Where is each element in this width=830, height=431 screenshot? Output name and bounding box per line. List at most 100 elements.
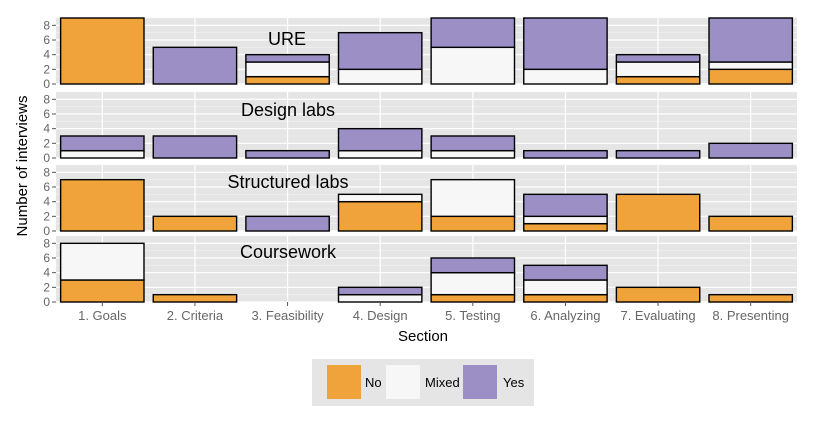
x-tick-label: 7. Evaluating <box>620 308 695 323</box>
y-tick-label: 0 <box>43 151 50 165</box>
bar-segment-no <box>59 279 145 303</box>
bar-segment-mixed <box>59 149 145 159</box>
bar-segment-yes <box>523 193 608 218</box>
x-tick-label: 6. Analyzing <box>530 308 600 323</box>
bar-segment-no <box>708 68 794 85</box>
x-tick-label: 1. Goals <box>78 308 127 323</box>
bar-segment-mixed <box>337 68 423 85</box>
bar-segment-mixed <box>523 68 608 85</box>
facet-title: URE <box>268 29 306 49</box>
facet-title: Coursework <box>240 242 337 262</box>
y-tick-label: 4 <box>43 195 50 209</box>
bar-segment-no <box>59 178 145 232</box>
y-tick-label: 4 <box>43 266 50 280</box>
bar-segment-no <box>615 75 701 85</box>
bar-segment-yes <box>523 149 608 159</box>
bar-segment-yes <box>430 257 516 274</box>
bar-segment-no <box>59 17 145 85</box>
bar-segment-yes <box>59 135 145 152</box>
bar-segment-no <box>523 293 608 303</box>
bar-segment-yes <box>337 286 423 296</box>
facet-title: Design labs <box>241 100 335 120</box>
y-axis-title: Number of interviews <box>14 96 31 237</box>
bar-segment-yes <box>337 127 423 152</box>
y-tick-label: 2 <box>43 280 50 294</box>
x-tick-label: 2. Criteria <box>167 308 224 323</box>
y-tick-label: 8 <box>43 236 50 250</box>
bar-segment-yes <box>523 17 608 71</box>
bar-segment-mixed <box>430 46 516 85</box>
x-tick-label: 8. Presenting <box>712 308 789 323</box>
y-tick-label: 4 <box>43 48 50 62</box>
bar-segment-yes <box>708 142 794 159</box>
bar-segment-no <box>152 293 238 303</box>
bar-segment-mixed <box>245 61 330 78</box>
bar-segment-yes <box>337 31 423 71</box>
bar-segment-yes <box>245 53 330 63</box>
y-tick-label: 0 <box>43 77 50 91</box>
bar-segment-no <box>430 293 516 303</box>
facet-title: Structured labs <box>227 172 348 192</box>
bar-segment-no <box>615 286 701 303</box>
legend-key-no <box>327 365 361 399</box>
bar-segment-yes <box>430 135 516 152</box>
bar-segment-mixed <box>615 61 701 78</box>
bar-segment-no <box>337 200 423 232</box>
x-tick-label: 4. Design <box>353 308 408 323</box>
y-tick-label: 2 <box>43 62 50 76</box>
bar-segment-mixed <box>708 61 794 71</box>
bar-segment-yes <box>615 149 701 159</box>
y-tick-label: 6 <box>43 251 50 265</box>
bar-segment-mixed <box>337 193 423 203</box>
bar-segment-yes <box>245 149 330 159</box>
bar-segment-yes <box>152 46 238 85</box>
y-tick-label: 8 <box>43 165 50 179</box>
y-tick-label: 2 <box>43 209 50 223</box>
x-axis-title: Section <box>398 328 448 345</box>
bar-segment-mixed <box>337 149 423 159</box>
y-tick-label: 6 <box>43 107 50 121</box>
y-tick-label: 6 <box>43 33 50 47</box>
bar-segment-no <box>708 215 794 232</box>
y-tick-label: 8 <box>43 18 50 32</box>
y-tick-label: 8 <box>43 92 50 106</box>
bar-segment-mixed <box>59 242 145 281</box>
bar-segment-no <box>152 215 238 232</box>
bar-segment-no <box>430 215 516 232</box>
y-tick-label: 2 <box>43 136 50 150</box>
y-tick-label: 0 <box>43 224 50 238</box>
y-tick-label: 4 <box>43 122 50 136</box>
bar-segment-mixed <box>430 271 516 296</box>
bar-segment-no <box>523 222 608 232</box>
x-axis: 1. Goals 2. Criteria 3. Feasibility 4. Desi… <box>78 302 789 323</box>
legend-label: Yes <box>503 375 525 390</box>
y-tick-label: 0 <box>43 295 50 309</box>
bar-segment-no <box>615 193 701 232</box>
legend-label: Mixed <box>425 375 460 390</box>
bar-segment-mixed <box>523 279 608 296</box>
bar-segment-yes <box>615 53 701 63</box>
bar-segment-yes <box>708 17 794 63</box>
bar-segment-yes <box>245 215 330 232</box>
bar-segment-yes <box>152 135 238 159</box>
x-tick-label: 3. Feasibility <box>251 308 324 323</box>
bar-segment-yes <box>523 264 608 281</box>
bar-segment-mixed <box>337 293 423 303</box>
bar-segment-mixed <box>430 178 516 218</box>
bar-segment-no <box>708 293 794 303</box>
y-tick-label: 6 <box>43 180 50 194</box>
legend-label: No <box>365 375 382 390</box>
legend: No Mixed Yes <box>312 359 534 406</box>
x-tick-label: 5. Testing <box>445 308 500 323</box>
bar-segment-mixed <box>523 215 608 225</box>
bar-segment-yes <box>430 17 516 49</box>
legend-key-yes <box>463 365 497 399</box>
bar-segment-mixed <box>430 149 516 159</box>
legend-key-mixed <box>386 365 420 399</box>
